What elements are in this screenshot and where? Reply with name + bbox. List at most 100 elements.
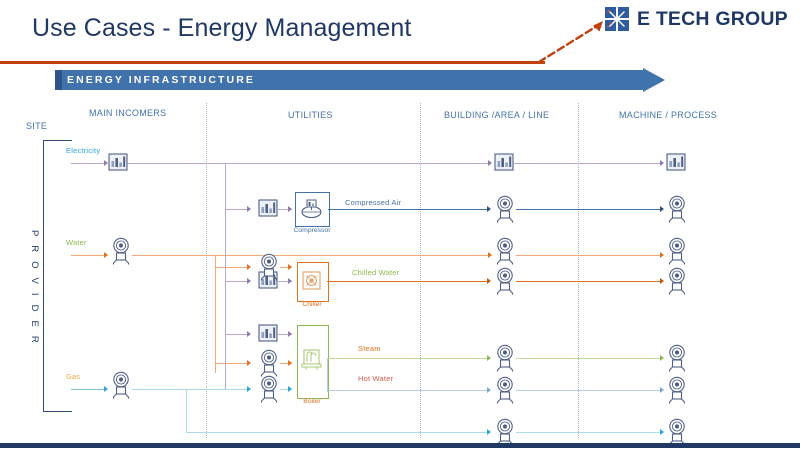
pointer-arrow-icon — [535, 18, 615, 66]
flow-label-steam: Steam — [358, 344, 381, 353]
brand-logo: E TECH GROUP — [604, 6, 788, 32]
title-underline-rule — [0, 61, 545, 64]
boiler-label: Boiler — [303, 398, 321, 405]
provider-electricity-line — [71, 163, 106, 164]
provider-label: P R O V I D E R — [29, 230, 40, 346]
bottom-white-strip — [0, 448, 800, 454]
arrow-electricity-chiller-meter — [247, 278, 251, 284]
arrow-air-building — [487, 206, 491, 212]
gas-loop-bottom — [186, 432, 488, 433]
gas-to-boiler — [280, 389, 292, 390]
chilled-water-run-2 — [516, 281, 662, 282]
flow-meter-icon — [666, 267, 688, 300]
arrow-water-chiller-meter — [247, 264, 251, 270]
arrow-electricity-in — [104, 160, 108, 166]
compressor-icon — [301, 199, 322, 219]
chiller-node[interactable] — [297, 262, 329, 302]
arrow-into-chiller — [288, 278, 292, 284]
electric-meter-icon — [108, 153, 128, 176]
arrow-steam-machine — [660, 355, 664, 361]
flow-meter-icon — [110, 237, 132, 270]
arrow-into-compressor — [288, 206, 292, 212]
chiller-label: Chiller — [302, 301, 322, 308]
water-drop-boiler — [215, 363, 249, 364]
electric-meter-icon — [494, 153, 514, 176]
banner-label: ENERGY INFRASTRUCTURE — [67, 74, 255, 86]
arrow-water-building — [488, 252, 492, 258]
gas-loop-bus — [186, 389, 187, 433]
input-label-electricity: Electricity — [66, 146, 101, 155]
arrow-hotwater-machine — [660, 387, 664, 393]
arrow-into-boiler-water — [288, 360, 292, 366]
water-to-boiler — [280, 363, 292, 364]
flow-label-hot-water: Hot Water — [358, 374, 394, 383]
arrow-electricity-building — [488, 160, 492, 166]
electricity-drop-compressor — [225, 209, 249, 210]
provider-water-line — [71, 255, 106, 256]
energy-infrastructure-banner: ENERGY INFRASTRUCTURE — [55, 68, 665, 92]
arrow-water-machine — [660, 252, 664, 258]
flow-meter-icon — [494, 376, 516, 409]
arrow-gas-bottom-machine — [660, 429, 664, 435]
water-run-2 — [516, 255, 662, 256]
electricity-to-boiler — [278, 334, 292, 335]
arrow-electricity-compressor-meter — [247, 206, 251, 212]
flow-meter-icon — [494, 237, 516, 270]
compressed-air-run-1 — [328, 209, 488, 210]
water-to-chiller — [280, 267, 292, 268]
arrow-chilled-machine — [660, 278, 664, 284]
compressor-label: Compressor — [293, 227, 331, 234]
electricity-drop-boiler — [225, 334, 249, 335]
brand-name: E TECH GROUP — [637, 7, 788, 30]
flow-meter-icon — [258, 375, 280, 408]
flow-meter-icon — [258, 349, 280, 382]
arrow-hotwater-building — [487, 387, 491, 393]
column-separator-2 — [420, 103, 422, 438]
hot-water-run-1 — [327, 390, 488, 391]
arrow-gas-bottom-building — [487, 429, 491, 435]
arrow-water-boiler-meter — [247, 360, 251, 366]
electricity-to-compressor — [278, 209, 292, 210]
column-header-site: SITE — [26, 121, 48, 131]
water-drop-chiller — [215, 267, 249, 268]
electric-meter-icon — [666, 153, 686, 176]
column-separator-3 — [578, 103, 580, 438]
flow-meter-icon — [110, 371, 132, 404]
boiler-icon — [301, 349, 322, 370]
flow-label-chilled-water: Chilled Water — [352, 268, 400, 277]
hot-water-riser — [327, 358, 328, 392]
flow-label-compressed-air: Compressed Air — [345, 198, 402, 207]
hot-water-run-2 — [516, 390, 662, 391]
arrow-into-boiler-gas — [288, 386, 292, 392]
arrow-steam-building — [487, 355, 491, 361]
boiler-node[interactable] — [297, 325, 329, 399]
gas-main-run — [132, 389, 249, 390]
gas-bottom-run-2 — [516, 432, 662, 433]
arrow-water-in — [104, 252, 108, 258]
arrow-gas-in — [104, 386, 108, 392]
input-label-water: Water — [66, 238, 87, 247]
column-header-building-area-line: BUILDING /AREA / LINE — [444, 110, 550, 120]
flow-meter-icon — [666, 344, 688, 377]
chiller-icon — [302, 271, 321, 290]
electricity-to-chiller — [278, 281, 292, 282]
water-branch-bus — [215, 255, 216, 373]
electricity-machine-run — [514, 163, 662, 164]
arrow-air-machine — [660, 206, 664, 212]
chilled-water-run-1 — [327, 281, 488, 282]
electricity-drop-chiller — [225, 281, 249, 282]
flow-meter-icon — [494, 344, 516, 377]
input-label-gas: Gas — [66, 372, 81, 381]
provider-bracket — [43, 140, 72, 412]
compressor-node[interactable] — [295, 192, 330, 227]
flow-meter-icon — [666, 418, 688, 451]
flow-meter-icon — [258, 253, 280, 286]
electric-meter-icon — [258, 199, 278, 222]
arrow-into-boiler-elec — [288, 331, 292, 337]
page-title: Use Cases - Energy Management — [32, 14, 412, 42]
bottom-accent-bar — [0, 443, 800, 448]
arrow-gas-boiler-meter — [247, 386, 251, 392]
column-header-machine-process: MACHINE / PROCESS — [619, 110, 718, 120]
column-header-main-incomers: MAIN INCOMERS — [89, 108, 167, 118]
